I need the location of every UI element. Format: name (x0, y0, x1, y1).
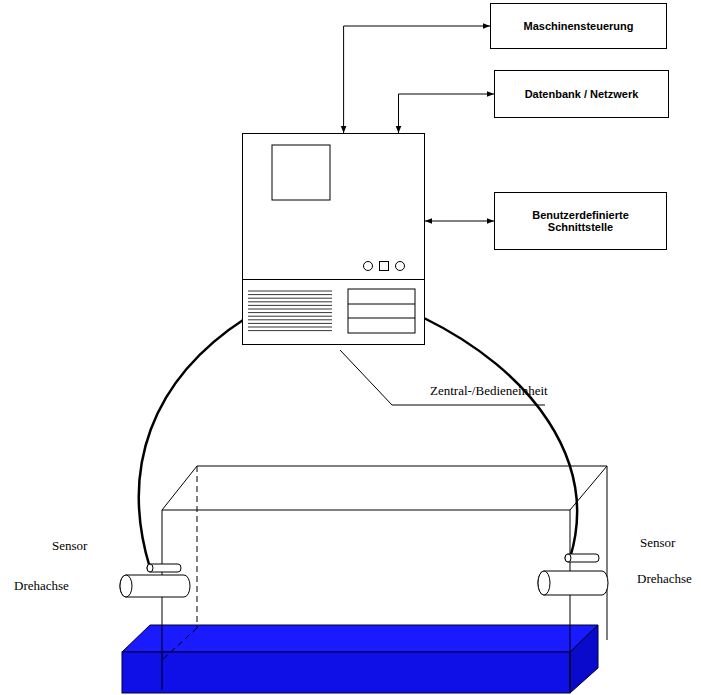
sensor-cable (139, 318, 246, 568)
axis-label: Drehachse (637, 571, 692, 587)
sensor-label: Sensor (52, 538, 87, 554)
rotation-axis (120, 575, 190, 597)
unit-label: Zentral-/Bedieneinheit (430, 383, 548, 399)
base-plate-top (122, 625, 598, 652)
computer-illustration (242, 133, 425, 345)
central-unit: Zentral-/Bedieneinheit (242, 133, 425, 345)
sensor-cable (424, 318, 577, 558)
axis-label: Drehachse (14, 578, 69, 594)
box-label: Maschinensteuerung (523, 20, 633, 32)
connector-arrow (399, 94, 495, 133)
process-box: Datenbank / Netzwerk (494, 70, 669, 118)
connector-arrow (344, 26, 490, 133)
process-box: Maschinensteuerung (490, 3, 667, 49)
box-label: Benutzerdefinierte Schnittstelle (503, 209, 658, 233)
connector-arrow (425, 221, 494, 222)
base-plate-front (122, 652, 570, 693)
rotation-axis (538, 571, 608, 595)
sensor-symbol (147, 564, 181, 572)
sensor-symbol (565, 554, 599, 562)
sensor-label: Sensor (640, 535, 675, 551)
box-label: Datenbank / Netzwerk (525, 88, 639, 100)
base-plate-side (570, 625, 598, 693)
process-box: Benutzerdefinierte Schnittstelle (494, 192, 667, 250)
workpiece-box (162, 466, 607, 690)
